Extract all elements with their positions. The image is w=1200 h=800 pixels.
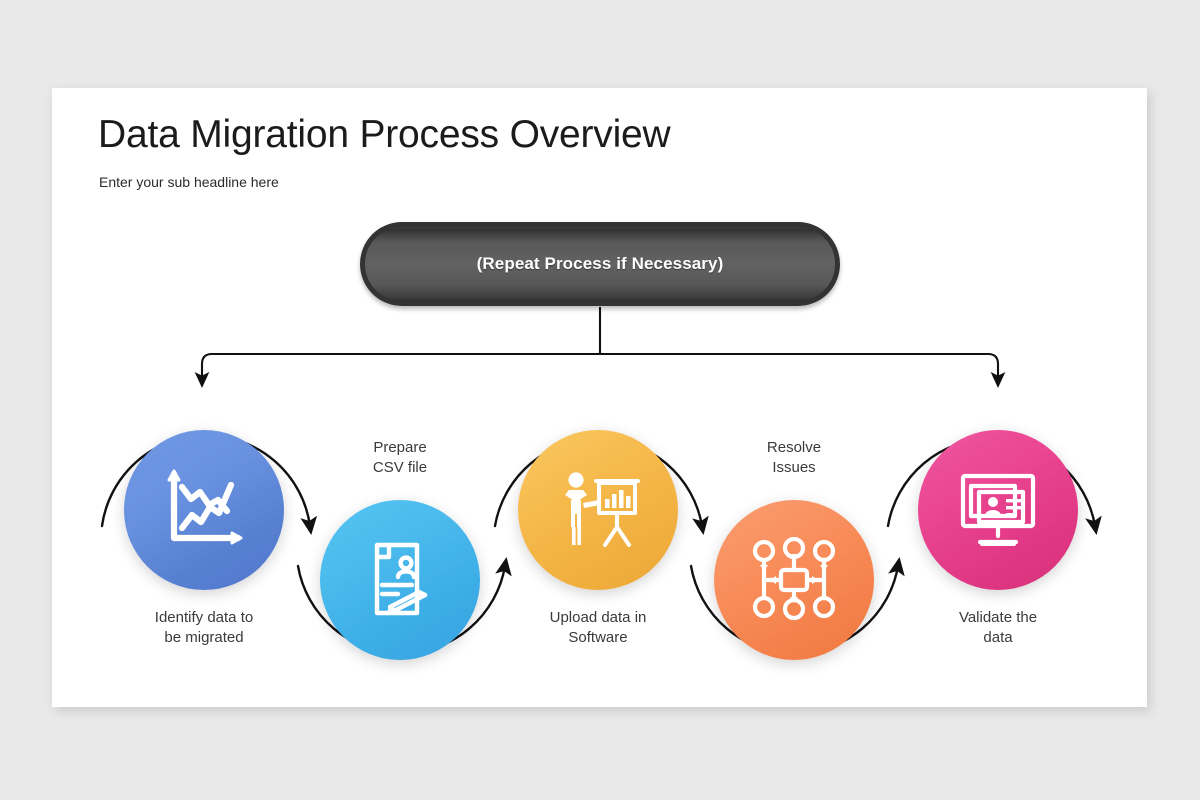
step-3-label: Upload data in Software: [488, 608, 708, 648]
monitor-profile-icon: [918, 430, 1078, 590]
step-2-label: Prepare CSV file: [290, 438, 510, 478]
step-3-circle[interactable]: [518, 430, 678, 590]
step-1-label-line1: Identify data to: [154, 609, 254, 626]
step-1-label-line2: be migrated: [164, 629, 244, 646]
step-3-label-line2: Software: [568, 629, 628, 646]
process-step-2[interactable]: Prepare CSV file: [320, 439, 480, 660]
step-1-circle[interactable]: [124, 430, 284, 590]
step-4-label-line1: Resolve: [766, 439, 822, 456]
presentation-slide: Data Migration Process Overview Enter yo…: [52, 88, 1147, 707]
step-2-label-line2: CSV file: [372, 459, 428, 476]
step-4-circle[interactable]: [714, 500, 874, 660]
presenter-chart-board-icon: [518, 430, 678, 590]
step-1-label: Identify data to be migrated: [94, 608, 314, 648]
step-2-label-line1: Prepare: [373, 439, 427, 456]
process-step-5[interactable]: Validate the data: [918, 430, 1078, 646]
step-5-label-line2: data: [983, 629, 1013, 646]
step-5-label: Validate the data: [888, 608, 1108, 648]
page-subtitle: Enter your sub headline here: [99, 174, 279, 190]
step-3-label-line1: Upload data in: [549, 609, 647, 626]
step-4-label-line2: Issues: [772, 459, 816, 476]
process-step-1[interactable]: Identify data to be migrated: [124, 430, 284, 646]
bracket-connector: [194, 307, 1006, 388]
step-4-label: Resolve Issues: [684, 438, 904, 478]
page-title: Data Migration Process Overview: [98, 113, 671, 156]
step-5-circle[interactable]: [918, 430, 1078, 590]
repeat-process-banner-label: (Repeat Process if Necessary): [476, 254, 724, 273]
line-chart-icon: [124, 430, 284, 590]
network-nodes-icon: [714, 500, 874, 660]
process-step-3[interactable]: Upload data in Software: [518, 430, 678, 646]
document-person-pen-icon: [320, 500, 480, 660]
repeat-process-banner[interactable]: (Repeat Process if Necessary): [360, 222, 840, 306]
step-5-label-line1: Validate the: [958, 609, 1038, 626]
step-2-circle[interactable]: [320, 500, 480, 660]
process-step-4[interactable]: Resolve Issues: [714, 439, 874, 660]
